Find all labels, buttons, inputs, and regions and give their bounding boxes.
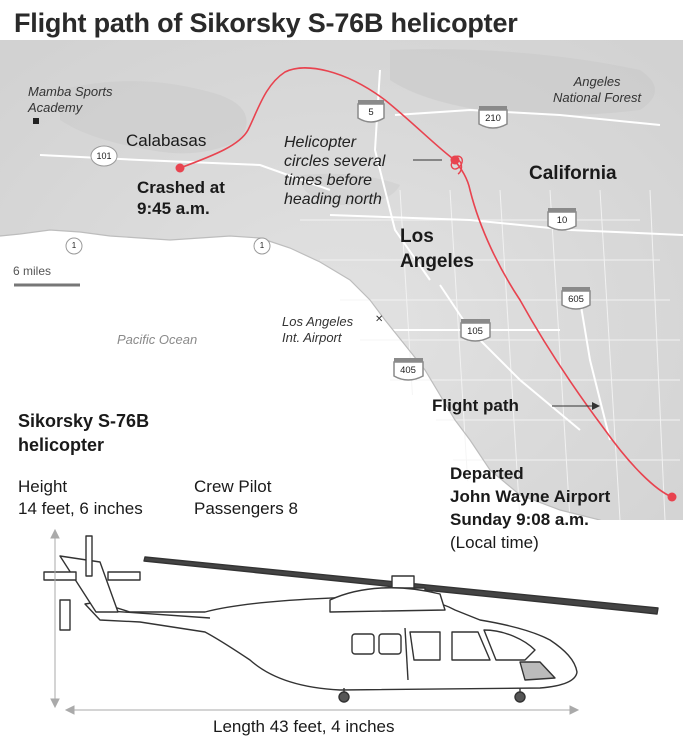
height-dimension (50, 528, 60, 709)
height-value: 14 feet, 6 inches (18, 499, 143, 518)
label-calabasas: Calabasas (126, 131, 207, 150)
shield-i5: 5 (368, 107, 374, 118)
departed-line1: Departed (450, 464, 524, 483)
departed-line4: (Local time) (450, 533, 539, 552)
annotation-flight-path: Flight path (432, 396, 519, 415)
label-mamba-academy: Mamba Sports Academy (28, 84, 113, 115)
annotation-circles: Helicopter circles several times before … (284, 134, 386, 208)
route-circles (65, 145, 271, 255)
label-lax: Los Angeles Int. Airport (282, 314, 354, 345)
coastline (0, 229, 683, 561)
annotation-crashed: Crashed at 9:45 a.m. (137, 178, 225, 218)
length-dimension (64, 705, 580, 715)
shield-i405: 405 (400, 365, 416, 376)
helicopter-illustration (43, 535, 659, 703)
freeway-lines (39, 69, 683, 441)
flight-path-arrowhead (592, 402, 600, 410)
crew-block: Crew Pilot Passengers 8 (194, 476, 298, 520)
label-los-angeles: Los Angeles (400, 226, 474, 272)
length-label: Length 43 feet, 4 inches (213, 717, 395, 736)
scale-label: 6 miles (13, 264, 52, 278)
route-us101: 101 (96, 151, 112, 161)
page-title: Flight path of Sikorsky S-76B helicopter (14, 8, 518, 38)
route-sr1-east: 1 (259, 241, 265, 250)
height-label: Height (18, 477, 68, 496)
helicopter-name: Sikorsky S-76B helicopter (18, 411, 150, 455)
mountain-shading (300, 173, 400, 205)
shield-i105: 105 (467, 326, 483, 337)
label-angeles-national-forest: Angeles National Forest (553, 74, 642, 105)
crash-site-marker (175, 163, 185, 173)
departed-line3: Sunday 9:08 a.m. (450, 510, 589, 529)
shield-i605: 605 (568, 294, 584, 305)
interstate-shields (357, 103, 591, 381)
height-block: Height 14 feet, 6 inches (18, 476, 143, 520)
circle-loop (450, 155, 463, 175)
mamba-academy-marker (33, 118, 39, 124)
departure-marker (667, 492, 677, 502)
mountain-shading (390, 49, 655, 115)
label-pacific-ocean: Pacific Ocean (117, 332, 198, 347)
shield-i10: 10 (556, 215, 568, 226)
shield-i210: 210 (485, 113, 501, 124)
route-sr1-west: 1 (71, 241, 77, 250)
lax-marker: ✕ (375, 314, 383, 325)
passengers-label: Passengers 8 (194, 499, 298, 518)
shield-tops (358, 100, 590, 362)
label-california: California (529, 163, 617, 184)
departed-line2: John Wayne Airport (450, 487, 611, 506)
crew-label: Crew Pilot (194, 477, 272, 496)
land-area (0, 40, 683, 560)
mountain-shading (60, 81, 247, 154)
circle-point-marker (450, 155, 460, 165)
annotation-departed: Departed John Wayne Airport Sunday 9:08 … (450, 462, 610, 554)
